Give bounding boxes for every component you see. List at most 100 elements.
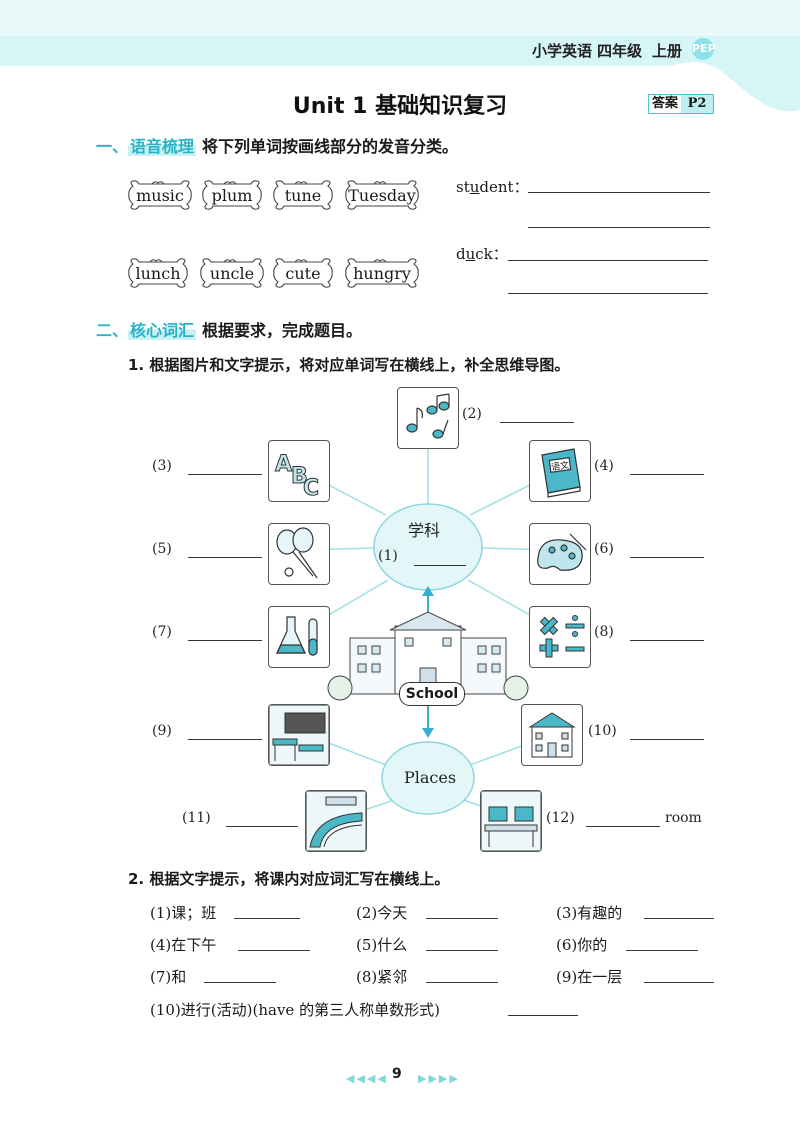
- page-number: 9: [392, 1066, 402, 1082]
- item-8: (8)紧邻: [356, 968, 408, 986]
- item-3-line[interactable]: [644, 918, 714, 919]
- answer-line-12[interactable]: [586, 826, 660, 827]
- svg-text:B: B: [291, 464, 308, 489]
- label-9: (9): [152, 723, 172, 739]
- subjects-bubble-title: 学科: [408, 521, 441, 540]
- answer-line-11[interactable]: [226, 826, 298, 827]
- item-6: (6)你的: [556, 936, 608, 954]
- target-duck: duck：: [456, 245, 508, 263]
- item-5: (5)什么: [356, 936, 408, 954]
- math-symbols-icon: [529, 606, 591, 668]
- word-card-cute: cute: [272, 258, 334, 288]
- word-text: lunch: [135, 264, 181, 283]
- item-5-line[interactable]: [426, 950, 498, 951]
- answer-line-4[interactable]: [630, 474, 704, 475]
- section2-instruction: 根据要求，完成题目。: [202, 321, 363, 340]
- label-12: (12): [546, 810, 575, 826]
- word-card-hungry: hungry: [344, 258, 420, 288]
- word-card-lunch: lunch: [127, 258, 189, 288]
- item-9: (9)在一层: [556, 968, 623, 986]
- word-text: hungry: [353, 264, 411, 283]
- answer-line-6[interactable]: [630, 557, 704, 558]
- word-card-uncle: uncle: [199, 258, 265, 288]
- playground-icon: [305, 790, 367, 852]
- answer-line-student-1[interactable]: [528, 192, 710, 193]
- svg-text:语文: 语文: [550, 459, 570, 473]
- answer-page: P2: [681, 95, 713, 113]
- music-icon: [397, 387, 459, 449]
- word-text: plum: [211, 186, 253, 205]
- answer-line-3[interactable]: [188, 474, 262, 475]
- label-4: (4): [594, 458, 614, 474]
- footer-right-arrows: ▶▶▶▶: [418, 1072, 460, 1085]
- item-4-line[interactable]: [238, 950, 310, 951]
- word-card-tuesday: Tuesday: [344, 180, 420, 210]
- label-10: (10): [588, 723, 617, 739]
- label-6: (6): [594, 541, 614, 557]
- answer-line-7[interactable]: [188, 640, 262, 641]
- svg-text:A: A: [275, 452, 292, 477]
- item-8-line[interactable]: [426, 982, 498, 983]
- section1-num: 一、: [96, 137, 129, 156]
- item-2-line[interactable]: [426, 918, 498, 919]
- word-text: Tuesday: [348, 186, 416, 205]
- label-11: (11): [182, 810, 211, 826]
- chinese-book-icon: 语文: [529, 440, 591, 502]
- item-7: (7)和: [150, 968, 187, 986]
- question-1-text: 1. 根据图片和文字提示，将对应单词写在横线上，补全思维导图。: [128, 356, 570, 374]
- answer-tag: 答案 P2: [648, 94, 714, 114]
- item-1: (1)课；班: [150, 904, 217, 922]
- item-10: (10)进行(活动)(have 的第三人称单数形式): [150, 1001, 440, 1019]
- answer-line-9[interactable]: [188, 739, 262, 740]
- word-text: music: [136, 186, 184, 205]
- word-card-tune: tune: [272, 180, 334, 210]
- item-7-line[interactable]: [204, 982, 276, 983]
- label-8: (8): [594, 624, 614, 640]
- section2-label: 核心词汇: [128, 321, 197, 340]
- answer-line-student-2[interactable]: [528, 227, 710, 228]
- item-1-line[interactable]: [234, 918, 300, 919]
- answer-label: 答案: [649, 95, 682, 113]
- classroom-icon: [268, 704, 330, 766]
- word-text: tune: [284, 186, 322, 205]
- answer-line-8[interactable]: [630, 640, 704, 641]
- mindmap-connectors: [299, 442, 561, 821]
- item-3: (3)有趣的: [556, 904, 623, 922]
- section1-heading: 一、语音梳理将下列单词按画线部分的发音分类。: [96, 133, 458, 157]
- label-5: (5): [152, 541, 172, 557]
- item-10-line[interactable]: [508, 1015, 578, 1016]
- item-4: (4)在下午: [150, 936, 217, 954]
- answer-line-duck-1[interactable]: [508, 260, 708, 261]
- label-7: (7): [152, 624, 172, 640]
- answer-line-10[interactable]: [630, 739, 704, 740]
- header-volume: 上册: [652, 42, 683, 60]
- item-2: (2)今天: [356, 904, 408, 922]
- svg-text:C: C: [303, 476, 319, 501]
- pep-badge: PEP: [692, 38, 716, 60]
- section2-heading: 二、核心词汇根据要求，完成题目。: [96, 317, 362, 341]
- answer-line-5[interactable]: [188, 557, 262, 558]
- label-2: (2): [462, 406, 482, 422]
- answer-line-2[interactable]: [500, 422, 574, 423]
- target-student: student：: [456, 178, 529, 196]
- badminton-icon: [268, 523, 330, 585]
- paint-palette-icon: [529, 523, 591, 585]
- answer-line-1[interactable]: [414, 565, 466, 566]
- section1-label: 语音梳理: [128, 137, 197, 156]
- item-9-line[interactable]: [644, 982, 714, 983]
- section1-instruction: 将下列单词按画线部分的发音分类。: [202, 137, 459, 156]
- section2-num: 二、: [96, 321, 129, 340]
- word-card-music: music: [127, 180, 193, 210]
- question-2-text: 2. 根据文字提示，将课内对应词汇写在横线上。: [128, 870, 450, 888]
- page-title: Unit 1 基础知识复习: [292, 94, 508, 119]
- computer-room-icon: [480, 790, 542, 852]
- science-flask-icon: [268, 606, 330, 668]
- word-card-plum: plum: [201, 180, 263, 210]
- answer-line-duck-2[interactable]: [508, 293, 708, 294]
- footer-left-arrows: ◀◀◀◀: [346, 1072, 388, 1085]
- item-6-line[interactable]: [626, 950, 698, 951]
- word-text: uncle: [209, 264, 255, 283]
- header-subject: 小学英语: [532, 42, 593, 60]
- label-3: (3): [152, 458, 172, 474]
